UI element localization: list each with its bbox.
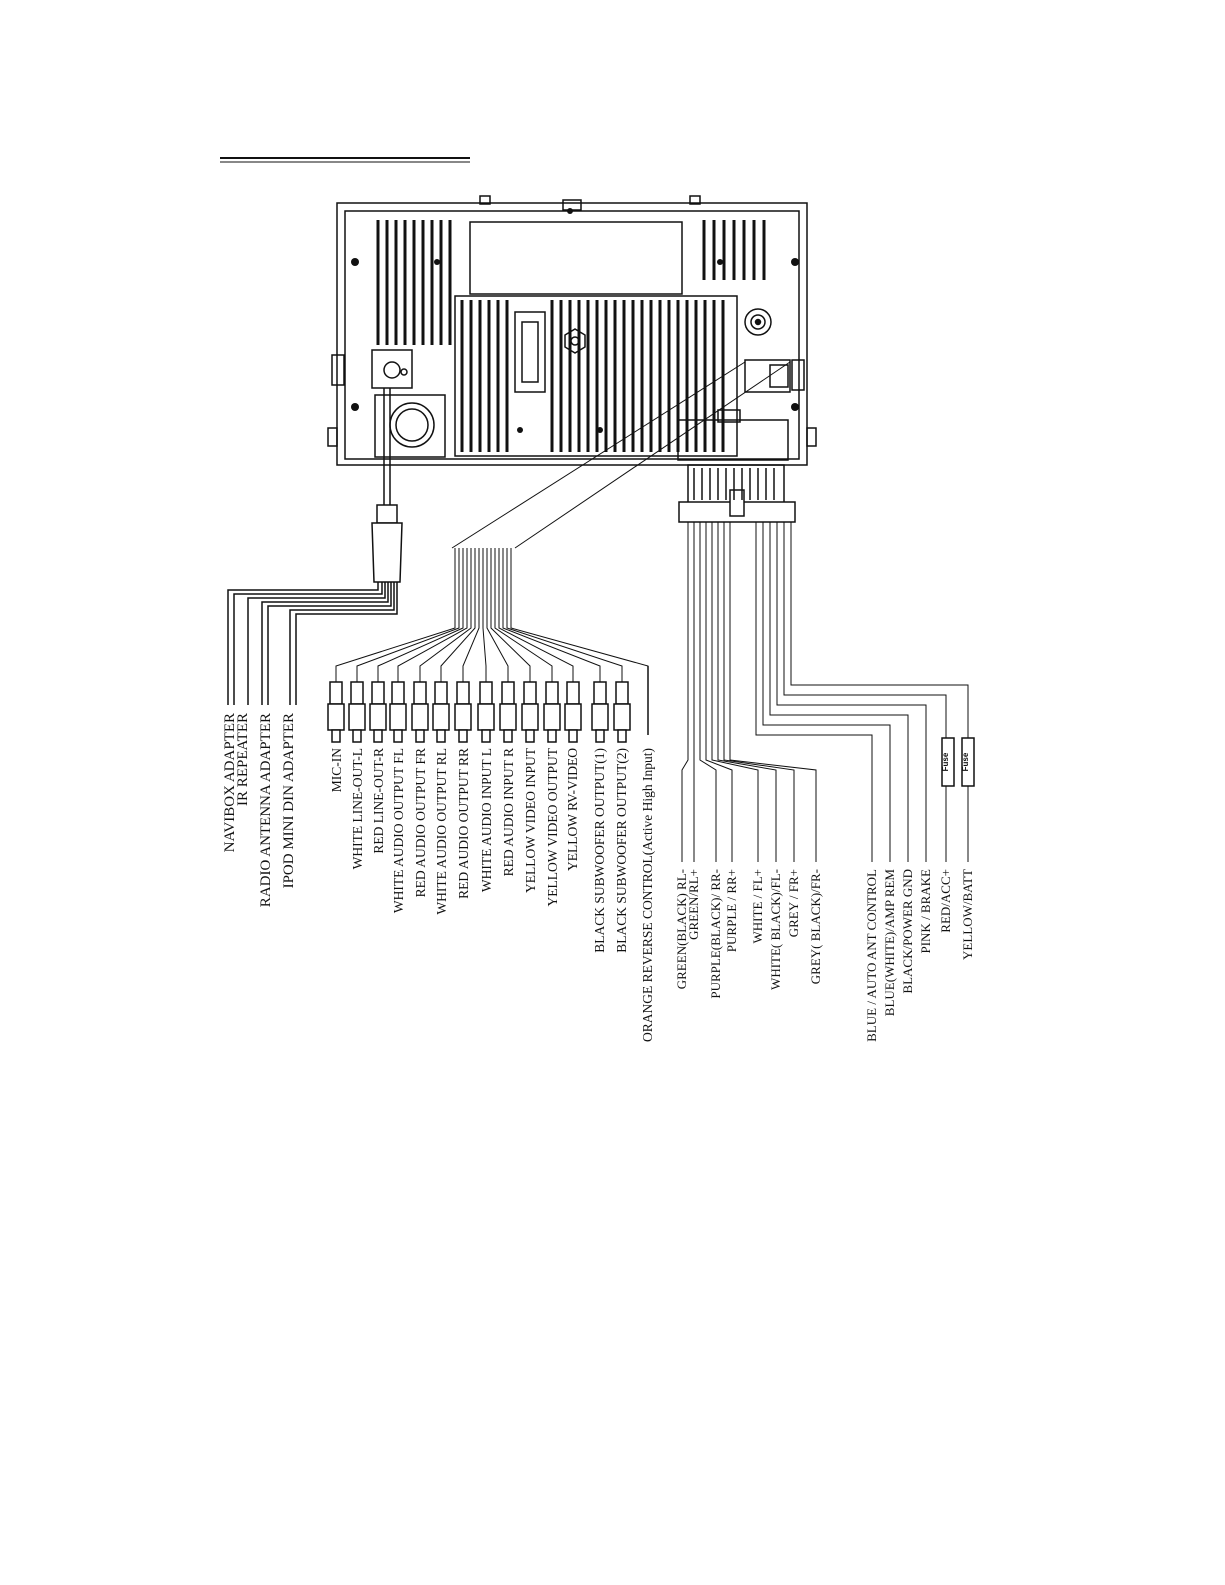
rca-label: RED AUDIO OUTPUT RR xyxy=(456,748,471,899)
power-wire-label: PINK / BRAKE xyxy=(918,869,933,954)
fuse-label: Fuse xyxy=(961,752,970,771)
rca-plug-icon xyxy=(477,681,495,743)
antenna-socket-icon xyxy=(744,308,772,336)
panel-screws xyxy=(351,208,799,433)
speaker-wire-label: WHITE / FL+ xyxy=(750,869,765,943)
rca-label: RED AUDIO INPUT R xyxy=(501,748,516,876)
speaker-wire-label: WHITE( BLACK)/FL- xyxy=(768,869,783,990)
power-wire-label: BLUE(WHITE)/AMP REM xyxy=(882,869,897,1017)
adapter-label: IR REPEATER xyxy=(235,713,251,806)
adapter-label: IPOD MINI DIN ADAPTER xyxy=(281,713,297,888)
fuse-label: Fuse xyxy=(941,752,950,771)
power-wire-label: RED/ACC+ xyxy=(938,869,953,933)
adapter-label: NAVIBOX ADAPTER xyxy=(222,713,238,852)
rca-plug-icon xyxy=(411,681,429,743)
speaker-wire-label: PURPLE(BLACK)/ RR- xyxy=(708,869,723,999)
rca-plugs xyxy=(327,666,649,743)
rca-label: RED LINE-OUT-R xyxy=(371,748,386,854)
rca-label: YELLOW VIDEO INPUT xyxy=(523,747,538,893)
power-wire-label: BLUE / AUTO ANT CONTROL xyxy=(864,869,879,1042)
power-wire-label: YELLOW/BATT xyxy=(960,869,975,960)
fuse-icon xyxy=(941,737,975,787)
rca-plug-icon xyxy=(543,681,561,743)
rca-plug-icon xyxy=(521,681,539,743)
rca-connector-labels: MIC-IN WHITE LINE-OUT-L RED LINE-OUT-R WHIT… xyxy=(329,747,655,1042)
panel-vents xyxy=(376,220,766,452)
rca-plug-icon xyxy=(432,681,450,743)
main-harness xyxy=(678,464,969,862)
rca-label: BLACK SUBWOOFER OUTPUT(2) xyxy=(614,748,629,953)
rca-label: MIC-IN xyxy=(329,748,344,792)
adapter-cable xyxy=(227,388,403,705)
rca-label: WHITE AUDIO OUTPUT FL xyxy=(391,748,406,913)
speaker-wire-label: GREY( BLACK)/FR- xyxy=(808,869,823,984)
rca-plug-icon xyxy=(369,681,387,743)
rca-plug-icon xyxy=(591,681,609,743)
speaker-wire-label: GREEN/RL+ xyxy=(686,869,701,940)
rca-plug-icon xyxy=(499,681,517,743)
rca-plug-icon xyxy=(454,681,472,743)
adapter-label: RADIO ANTENNA ADAPTER xyxy=(258,713,274,907)
rca-label: ORANGE REVERSE CONTROL(Active High Input… xyxy=(640,748,655,1042)
speaker-wire-labels: GREEN(BLACK) RL-GREEN/RL+ PURPLE(BLACK)/ … xyxy=(674,869,823,999)
power-wire-label: BLACK/POWER GND xyxy=(900,869,915,994)
speaker-wire-label: PURPLE / RR+ xyxy=(724,869,739,952)
rca-label: YELLOW RV-VIDEO xyxy=(565,748,580,871)
rca-label: WHITE LINE-OUT-L xyxy=(350,748,365,869)
rca-bundle xyxy=(335,361,791,682)
rca-plug-icon xyxy=(327,681,345,743)
rca-plug-icon xyxy=(389,681,407,743)
rca-plug-icon xyxy=(348,681,366,743)
rca-plug-icon xyxy=(564,681,582,743)
rca-plug-icon xyxy=(613,681,631,743)
rca-label: YELLOW VIDEO OUTPUT xyxy=(545,747,560,906)
speaker-wire-label: GREY / FR+ xyxy=(786,869,801,937)
rca-label: WHITE AUDIO OUTPUT RL xyxy=(434,748,449,915)
speaker-wire-label: GREEN(BLACK) RL- xyxy=(674,869,689,989)
fuse-labels: Fuse Fuse xyxy=(941,752,970,771)
rca-label: WHITE AUDIO INPUT L xyxy=(479,748,494,892)
rca-label: RED AUDIO OUTPUT FR xyxy=(413,748,428,897)
rca-label: BLACK SUBWOOFER OUTPUT(1) xyxy=(592,748,607,953)
